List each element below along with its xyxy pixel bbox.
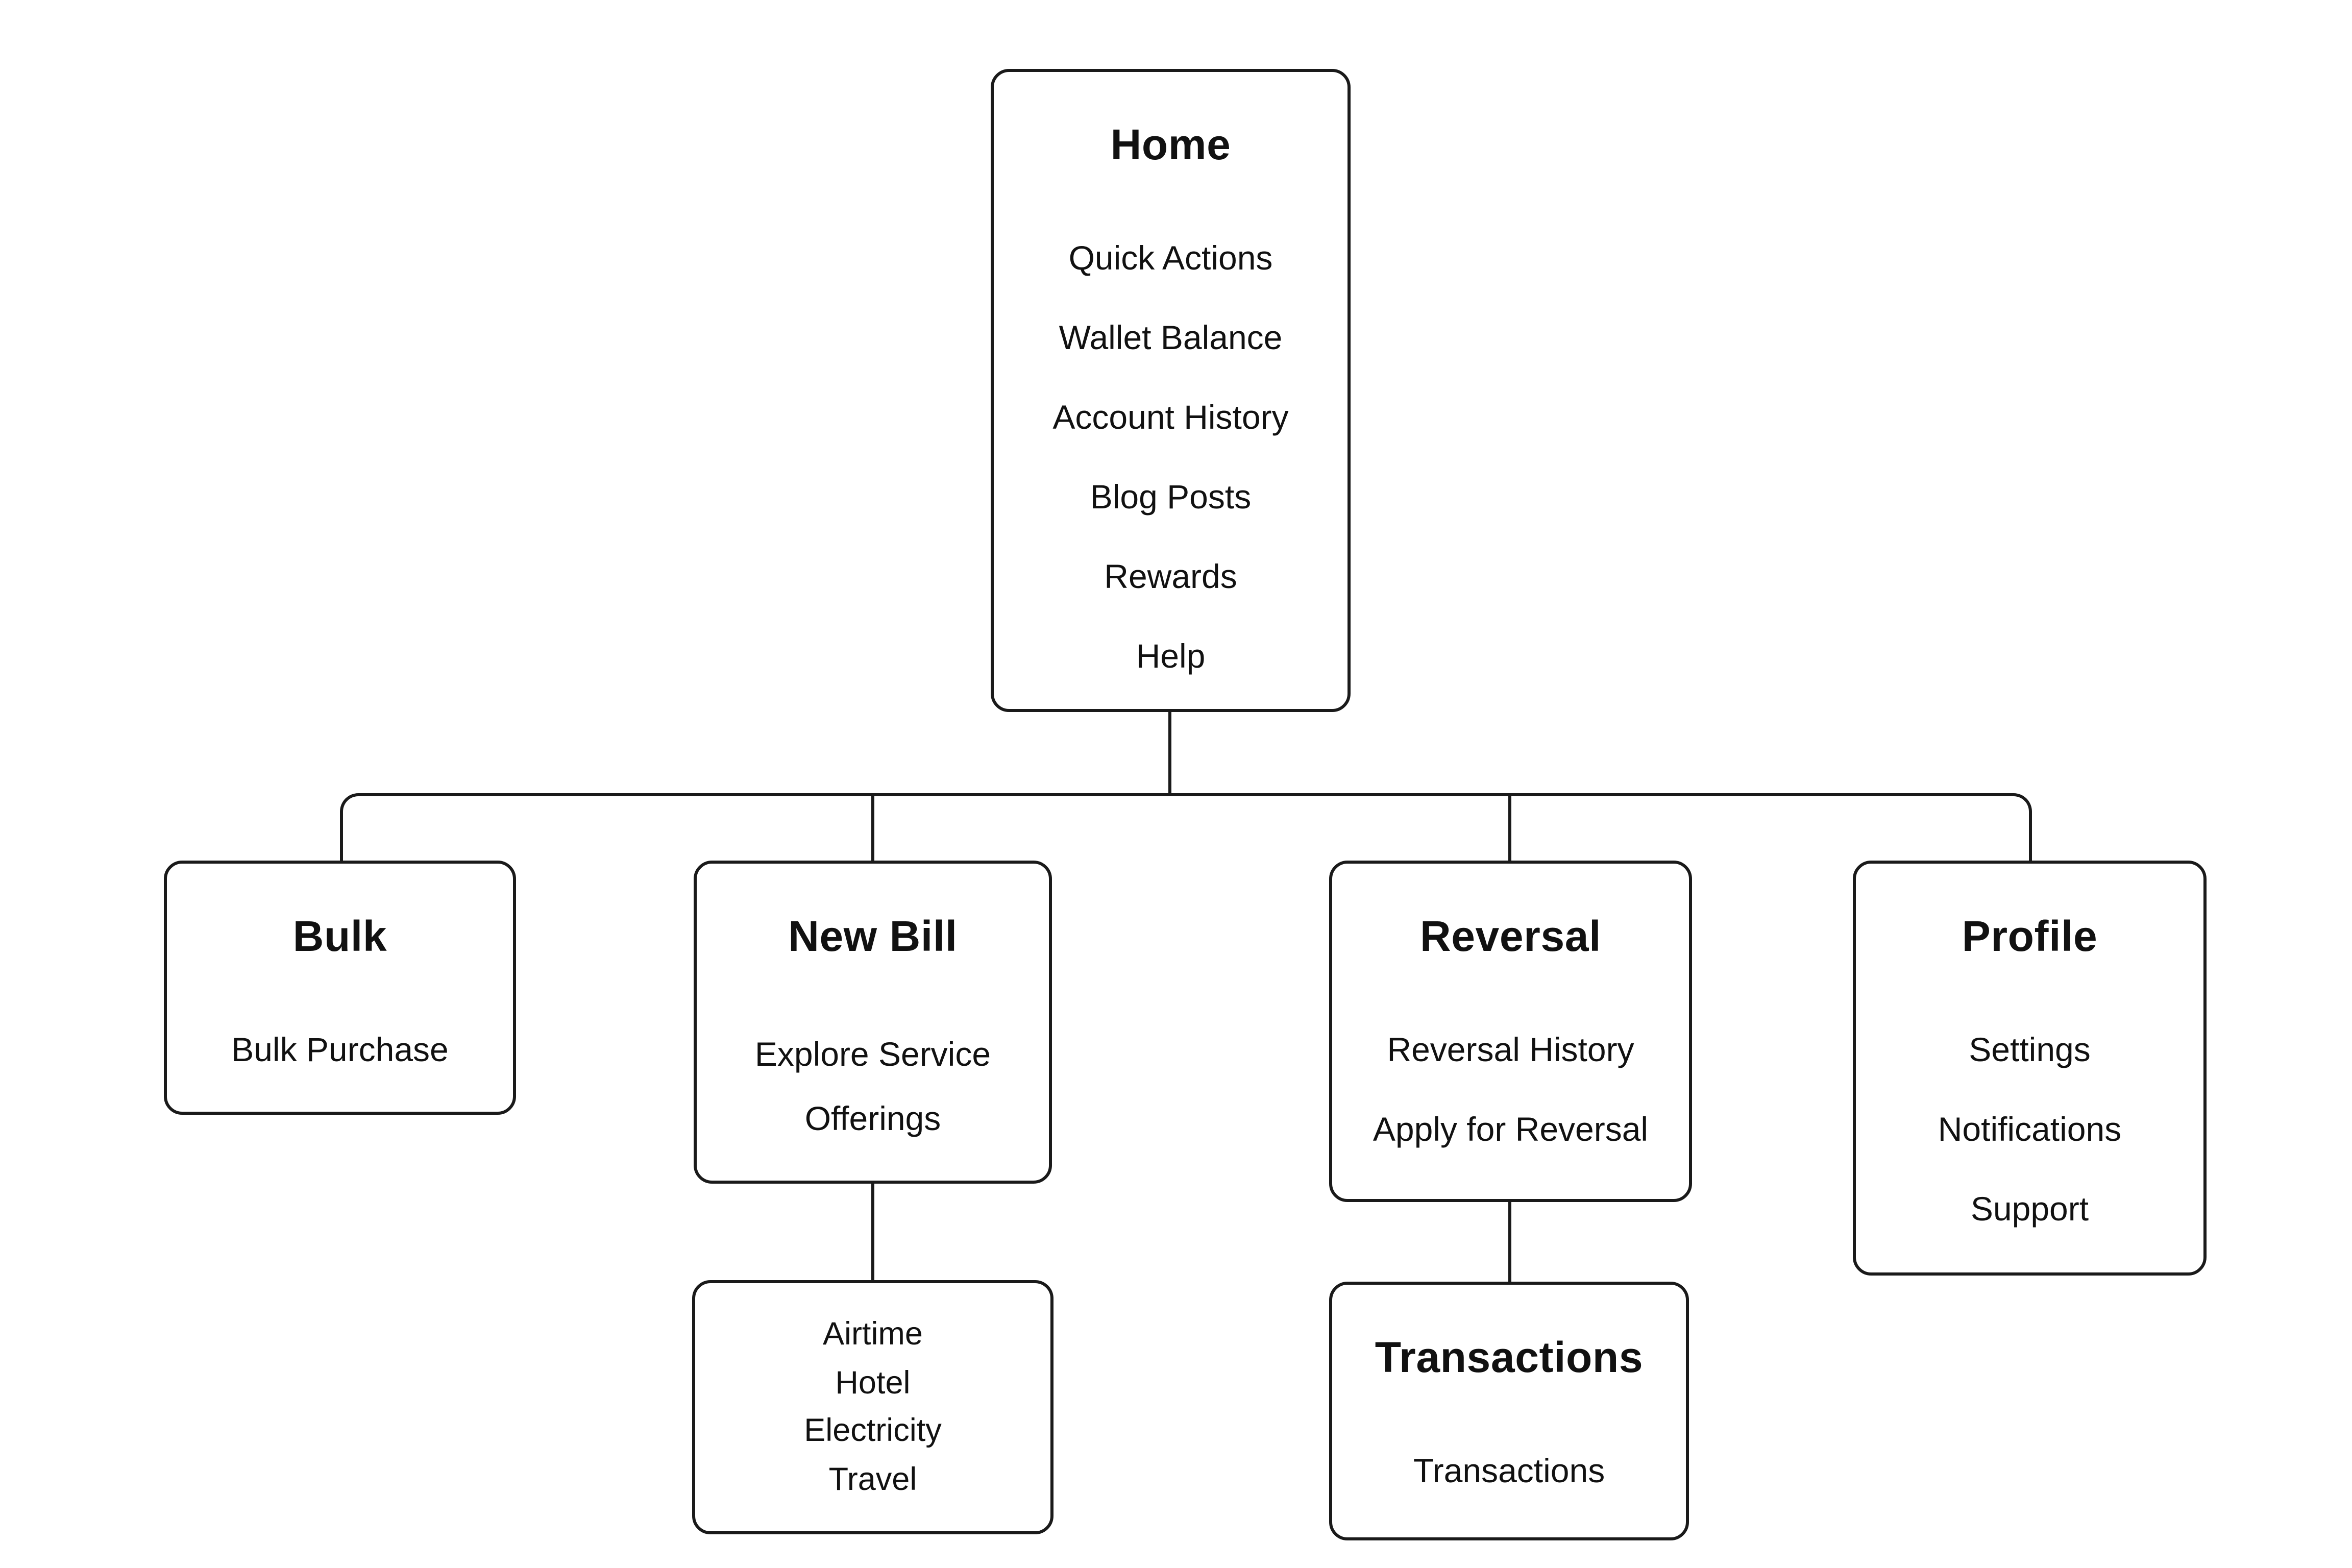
node-item: Reversal History [1387,1031,1634,1069]
node-item: Transactions [1413,1452,1605,1490]
connector-elbow-right-to-profile [1168,793,2032,864]
node-item: Blog Posts [1090,478,1252,516]
node-item: Support [1970,1190,2089,1228]
node-title: Reversal [1419,913,1602,960]
node-title: Home [1110,121,1231,168]
connector-reversal-to-transactions [1508,1202,1511,1282]
node-title: Profile [1962,913,2098,960]
node-item: Notifications [1938,1110,2122,1148]
node-item: Bulk Purchase [231,1031,449,1069]
node-item: Help [1136,637,1206,675]
node-item-list: Settings Notifications Support [1938,1023,2122,1237]
node-item-list: Explore Service Offerings [723,1023,1023,1152]
node-title: Transactions [1375,1334,1644,1381]
node-title: Bulk [292,913,387,960]
node-new-bill: New Bill Explore Service Offerings [694,861,1052,1184]
node-profile: Profile Settings Notifications Support [1853,861,2207,1276]
node-item-list: Quick Actions Wallet Balance Account His… [1052,231,1288,684]
node-item: Settings [1969,1031,2091,1069]
connector-drop-new-bill [871,793,874,861]
node-item: Electricity [804,1413,942,1449]
connector-drop-reversal [1508,793,1511,861]
node-item: Rewards [1104,557,1237,596]
node-item: Airtime [822,1317,923,1352]
node-item-list: Transactions [1413,1444,1605,1499]
node-transactions: Transactions Transactions [1329,1282,1689,1540]
node-item: Wallet Balance [1059,318,1283,357]
node-reversal: Reversal Reversal History Apply for Reve… [1329,861,1692,1202]
node-item: Quick Actions [1068,239,1273,277]
node-item-list: Reversal History Apply for Reversal [1373,1023,1648,1158]
node-bulk: Bulk Bulk Purchase [164,861,516,1115]
connector-new-bill-to-services [871,1184,874,1280]
node-item-list: Airtime Hotel Electricity Travel [804,1311,942,1504]
node-item: Account History [1052,398,1289,436]
node-title: New Bill [788,913,958,960]
node-item-list: Bulk Purchase [231,1023,449,1078]
node-item: Apply for Reversal [1373,1110,1649,1148]
node-item: Explore Service Offerings [754,1035,991,1138]
node-item: Hotel [835,1365,911,1401]
node-item: Travel [828,1461,917,1497]
connector-elbow-left-to-bulk [340,793,1171,864]
node-home: Home Quick Actions Wallet Balance Accoun… [991,69,1351,712]
connector-home-stem [1168,712,1171,793]
node-new-bill-services: Airtime Hotel Electricity Travel [692,1280,1054,1534]
